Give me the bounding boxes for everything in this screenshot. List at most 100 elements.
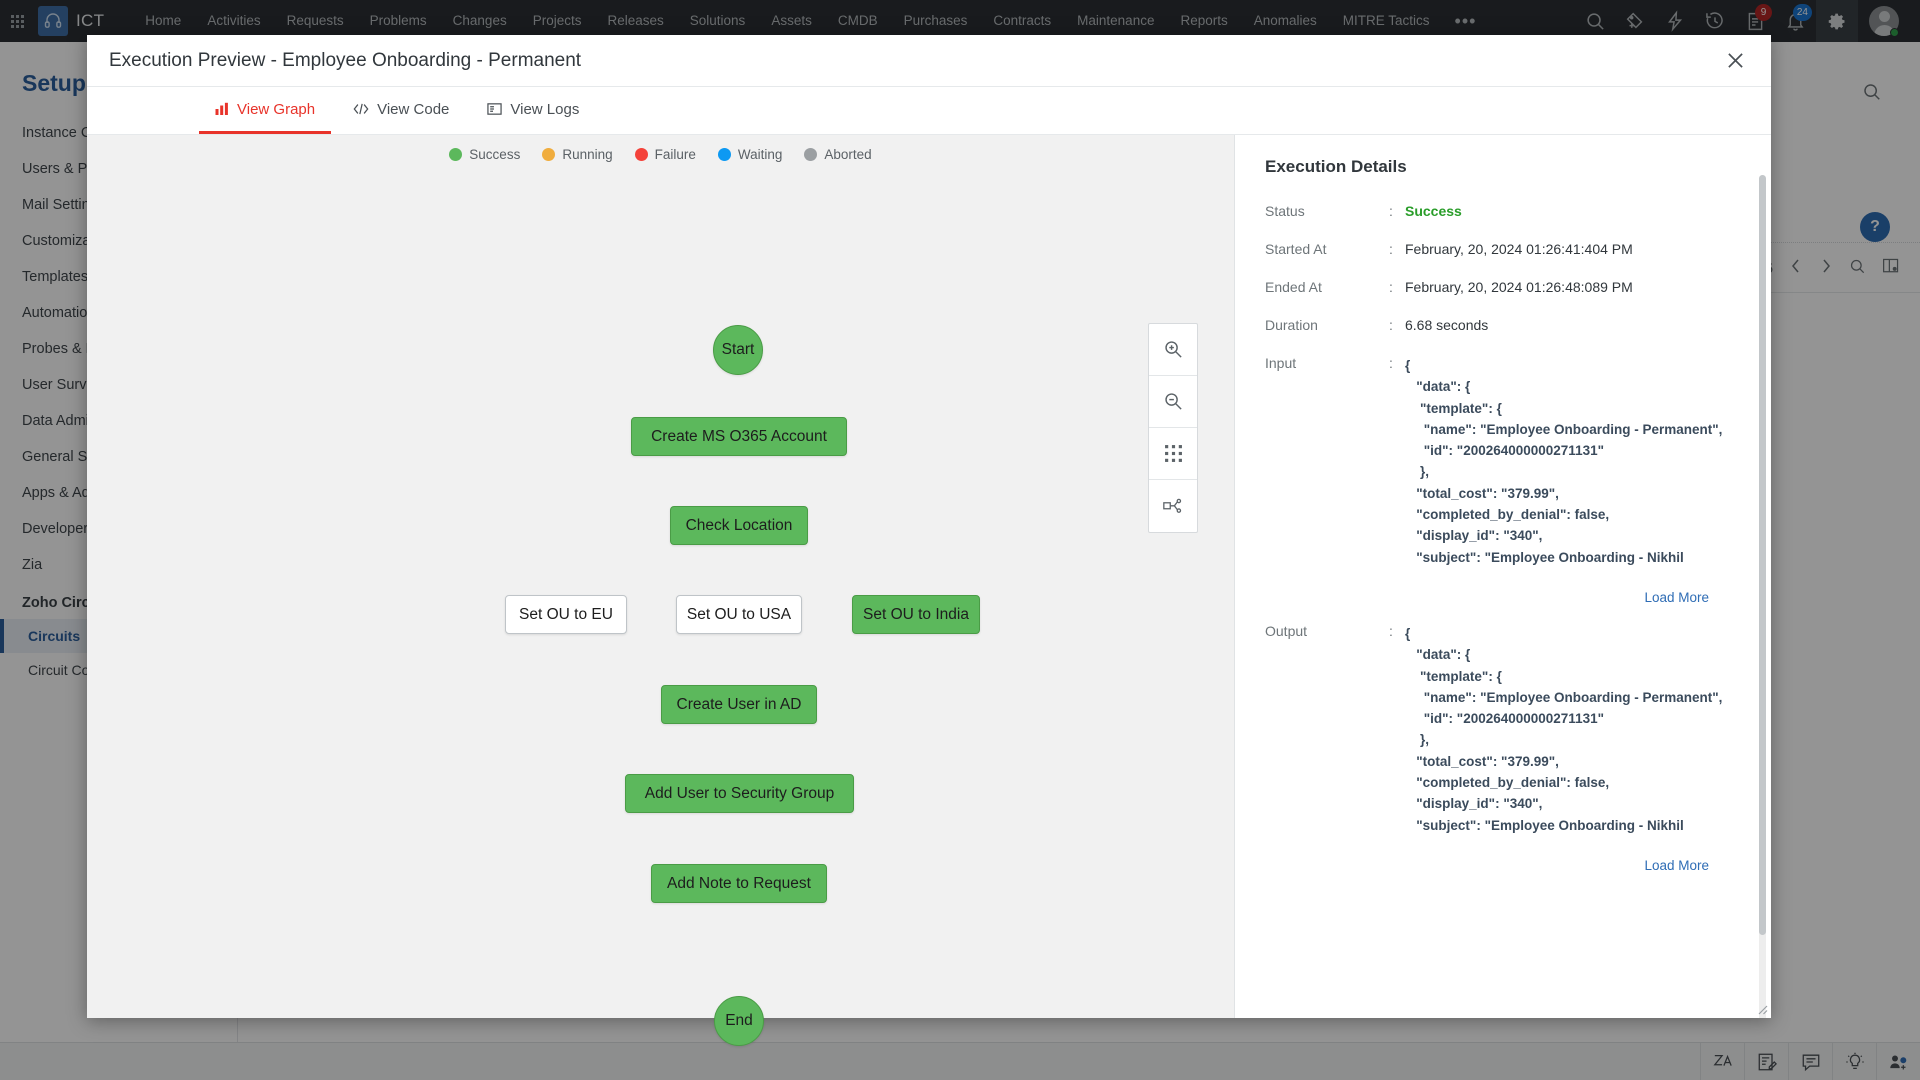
column-settings-icon[interactable] — [1882, 257, 1900, 278]
resize-grip-icon[interactable] — [1754, 1001, 1768, 1015]
legend-dot-aborted — [804, 148, 818, 161]
output-json-value: { "data": { "template": { "name": "Emplo… — [1405, 623, 1722, 836]
graph-node-ou_india[interactable]: Set OU to India — [852, 595, 980, 634]
graph-node-secgroup[interactable]: Add User to Security Group — [625, 774, 854, 813]
nav-item-solutions[interactable]: Solutions — [689, 13, 746, 28]
details-label: Ended At — [1265, 279, 1322, 295]
details-label: Status — [1265, 203, 1305, 219]
close-icon[interactable] — [1721, 47, 1749, 75]
list-search-icon[interactable] — [1862, 82, 1882, 107]
tab-view-graph[interactable]: View Graph — [199, 87, 332, 134]
legend-item-success: Success — [449, 147, 520, 162]
tips-icon[interactable] — [1832, 1043, 1876, 1080]
details-colon: : — [1389, 279, 1393, 295]
details-row-status: Status:Success — [1265, 203, 1745, 219]
nav-item-maintenance[interactable]: Maintenance — [1077, 13, 1155, 28]
sidebar-item-zia[interactable]: Zia — [22, 557, 43, 573]
grid-icon[interactable] — [1149, 428, 1197, 480]
sidebar-item-mail-settings[interactable]: Mail Settings — [22, 197, 106, 213]
more-menu-icon[interactable]: ••• — [1454, 10, 1477, 31]
graph-node-createad[interactable]: Create User in AD — [661, 685, 817, 724]
brand-logo[interactable]: ICT — [38, 6, 104, 36]
search-list-icon[interactable] — [1849, 258, 1866, 278]
sidebar-item-templates[interactable]: Templates — [22, 269, 89, 285]
next-page-icon[interactable] — [1819, 258, 1833, 277]
output-json-line: "name": "Employee Onboarding - Permanent… — [1405, 689, 1723, 705]
graph-node-ou_usa[interactable]: Set OU to USA — [676, 595, 802, 634]
legend-item-failure: Failure — [634, 147, 696, 162]
nav-item-home[interactable]: Home — [145, 13, 182, 28]
output-load-more-link[interactable]: Load More — [1644, 857, 1709, 873]
help-button[interactable]: ? — [1860, 212, 1890, 242]
notifications-icon[interactable]: 24 — [1776, 0, 1814, 42]
nav-item-activities[interactable]: Activities — [207, 13, 261, 28]
tasks-icon[interactable]: 9 — [1736, 0, 1774, 42]
quick-actions-icon[interactable] — [1656, 0, 1694, 42]
input-json-line: "display_id": "340", — [1405, 528, 1543, 544]
graph-node-label: Set OU to EU — [519, 605, 613, 623]
legend-label: Aborted — [824, 147, 872, 162]
app-switcher-icon[interactable] — [0, 14, 34, 28]
details-scrollbar-thumb[interactable] — [1759, 175, 1766, 935]
sidebar-item-automation[interactable]: Automation — [22, 305, 96, 321]
main-menu: Home Activities Requests Problems Changes Pro… — [132, 0, 1442, 42]
add-ticket-icon[interactable] — [1616, 0, 1654, 42]
tab-view-code[interactable]: View Code — [337, 87, 465, 134]
graph-node-end[interactable]: End — [714, 996, 764, 1046]
legend-label: Running — [562, 147, 613, 162]
nav-item-problems[interactable]: Problems — [369, 13, 427, 28]
legend-label: Waiting — [737, 147, 783, 162]
graph-node-ou_eu[interactable]: Set OU to EU — [505, 595, 627, 634]
nav-item-projects[interactable]: Projects — [532, 13, 582, 28]
graph-toolbar — [1148, 323, 1198, 533]
layout-icon[interactable] — [1149, 480, 1197, 532]
input-json-line: "subject": "Employee Onboarding - Nikhil — [1405, 549, 1684, 565]
nav-item-cmdb[interactable]: CMDB — [837, 13, 878, 28]
tab-view-logs[interactable]: View Logs — [471, 87, 595, 134]
nav-item-reports[interactable]: Reports — [1180, 13, 1228, 28]
input-load-more-link[interactable]: Load More — [1644, 589, 1709, 605]
graph-edges — [87, 135, 387, 285]
nav-item-contracts[interactable]: Contracts — [993, 13, 1052, 28]
nav-item-releases[interactable]: Releases — [607, 13, 664, 28]
graph-node-o365[interactable]: Create MS O365 Account — [631, 417, 847, 456]
chat-icon[interactable] — [1788, 1043, 1832, 1080]
details-value: February, 20, 2024 01:26:48:089 PM — [1405, 279, 1633, 295]
add-contact-icon[interactable] — [1876, 1043, 1920, 1080]
legend-dot-failure — [634, 148, 648, 161]
sidebar-item-developer[interactable]: Developer — [22, 521, 89, 537]
nav-item-changes[interactable]: Changes — [452, 13, 507, 28]
nav-item-assets[interactable]: Assets — [771, 13, 812, 28]
output-json-line: { — [1405, 625, 1411, 641]
settings-gear-icon[interactable] — [1816, 0, 1858, 42]
nav-item-mitre-tactics[interactable]: MITRE Tactics — [1342, 13, 1430, 28]
graph-node-label: Check Location — [685, 516, 793, 534]
status-legend: Success Running Failure Waiting Aborted — [87, 147, 1234, 162]
input-json-value: { "data": { "template": { "name": "Emplo… — [1405, 355, 1722, 568]
status-badge: Success — [1405, 203, 1462, 219]
search-icon[interactable] — [1576, 0, 1614, 42]
graph-node-start[interactable]: Start — [713, 325, 763, 375]
input-json-line: "total_cost": "379.99", — [1405, 485, 1559, 501]
notifications-badge: 24 — [1792, 4, 1812, 21]
details-scrollbar[interactable] — [1759, 175, 1766, 1018]
graph-node-checkloc[interactable]: Check Location — [670, 506, 808, 545]
user-avatar[interactable] — [1860, 0, 1908, 42]
zoom-out-icon[interactable] — [1149, 376, 1197, 428]
bar-chart-icon — [215, 102, 229, 116]
nav-item-anomalies[interactable]: Anomalies — [1253, 13, 1317, 28]
zia-icon[interactable] — [1700, 1043, 1744, 1080]
graph-node-label: Create User in AD — [676, 695, 802, 713]
logs-icon — [487, 102, 503, 116]
prev-page-icon[interactable] — [1789, 258, 1803, 277]
details-value: 6.68 seconds — [1405, 317, 1489, 333]
graph-node-label: Set OU to USA — [686, 605, 792, 623]
history-icon[interactable] — [1696, 0, 1734, 42]
zoom-in-icon[interactable] — [1149, 324, 1197, 376]
graph-node-addnote[interactable]: Add Note to Request — [651, 864, 827, 903]
notes-icon[interactable] — [1744, 1043, 1788, 1080]
modal-title: Execution Preview - Employee Onboarding … — [109, 49, 582, 71]
nav-item-requests[interactable]: Requests — [286, 13, 344, 28]
nav-item-purchases[interactable]: Purchases — [903, 13, 968, 28]
